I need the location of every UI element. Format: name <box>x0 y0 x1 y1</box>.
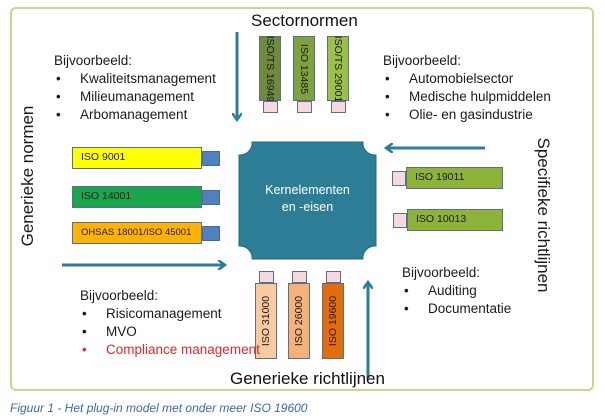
plug-connector <box>392 171 406 186</box>
bullet-icon: • <box>56 71 61 86</box>
bullet-icon: • <box>82 342 87 357</box>
heading-generieke-richtlijnen: Generieke richtlijnen <box>230 369 385 388</box>
example-item: Olie- en gasindustrie <box>409 107 533 122</box>
plug-iso-13485: ISO 13485 <box>293 36 315 101</box>
plug-iso-ts-29001: ISO/TS 29001 <box>327 35 349 102</box>
example-item: Risicomanagement <box>106 306 222 321</box>
plug-connector <box>331 101 346 113</box>
heading-sectornormen: Sectornormen <box>251 11 358 30</box>
plug-connector <box>326 271 341 283</box>
plug-connector <box>259 271 274 283</box>
plug-iso-ts-16949: ISO/TS 16949 <box>259 35 281 102</box>
example-sectornormen: Bijvoorbeeld: • Automobielsector • Medisch… <box>383 52 551 124</box>
example-item: Documentatie <box>428 301 512 316</box>
example-title: Bijvoorbeeld: <box>54 53 133 68</box>
plug-iso-31000: ISO 31000 <box>255 283 277 359</box>
plug-connector <box>263 101 278 113</box>
example-title: Bijvoorbeeld: <box>402 265 481 280</box>
example-item: Milieumanagement <box>80 89 195 104</box>
example-specifieke-richtlijnen: Bijvoorbeeld: • Auditing • Documentatie <box>402 264 511 318</box>
plug-connector <box>202 151 220 166</box>
plug-ohsas-18001-iso-45001: OHSAS 18001/ISO 45001 <box>72 222 202 244</box>
plug-connector <box>202 226 220 241</box>
diagram-frame <box>10 7 594 391</box>
example-item: Kwaliteitsmanagement <box>80 71 216 86</box>
bullet-icon: • <box>56 89 61 104</box>
plug-iso-14001: ISO 14001 <box>72 186 202 208</box>
plug-connector <box>297 101 312 113</box>
heading-specifieke-richtlijnen: Specifieke richtlijnen <box>534 137 553 293</box>
plug-connector <box>292 271 307 283</box>
example-item: Automobielsector <box>409 71 514 86</box>
example-item: Auditing <box>428 283 477 298</box>
example-item: Medische hulpmiddelen <box>409 89 551 104</box>
bullet-icon: • <box>82 324 87 339</box>
example-title: Bijvoorbeeld: <box>383 53 462 68</box>
bullet-icon: • <box>385 71 390 86</box>
bullet-icon: • <box>385 89 390 104</box>
plug-connector <box>393 213 407 228</box>
bullet-icon: • <box>404 301 409 316</box>
bullet-icon: • <box>404 283 409 298</box>
heading-generieke-normen: Generieke normen <box>18 105 37 247</box>
bullet-icon: • <box>385 107 390 122</box>
center-label: Kernelementen en -eisen <box>239 182 376 216</box>
figure-caption: Figuur 1 - Het plug-in model met onder m… <box>10 401 308 415</box>
example-item: MVO <box>106 324 137 339</box>
plug-iso-10013: ISO 10013 <box>407 209 503 231</box>
plug-iso-9001: ISO 9001 <box>72 147 202 169</box>
bullet-icon: • <box>82 306 87 321</box>
bullet-icon: • <box>56 107 61 122</box>
center-shape <box>238 141 377 260</box>
center-label-line1: Kernelementen <box>265 183 350 197</box>
plug-iso-19600: ISO 19600 <box>322 283 344 359</box>
example-item-highlighted: Compliance management <box>106 342 260 357</box>
center-label-line2: en -eisen <box>281 200 334 214</box>
plug-iso-19011: ISO 19011 <box>406 167 503 189</box>
example-generieke-richtlijnen: Bijvoorbeeld: • Risicomanagement • MVO • Co… <box>80 287 260 359</box>
example-item: Arbomanagement <box>80 107 188 122</box>
example-title: Bijvoorbeeld: <box>80 288 159 303</box>
plug-connector <box>202 190 220 205</box>
example-generieke-normen: Bijvoorbeeld: • Kwaliteitsmanagement • Mil… <box>54 52 216 124</box>
plug-iso-26000: ISO 26000 <box>288 283 310 359</box>
